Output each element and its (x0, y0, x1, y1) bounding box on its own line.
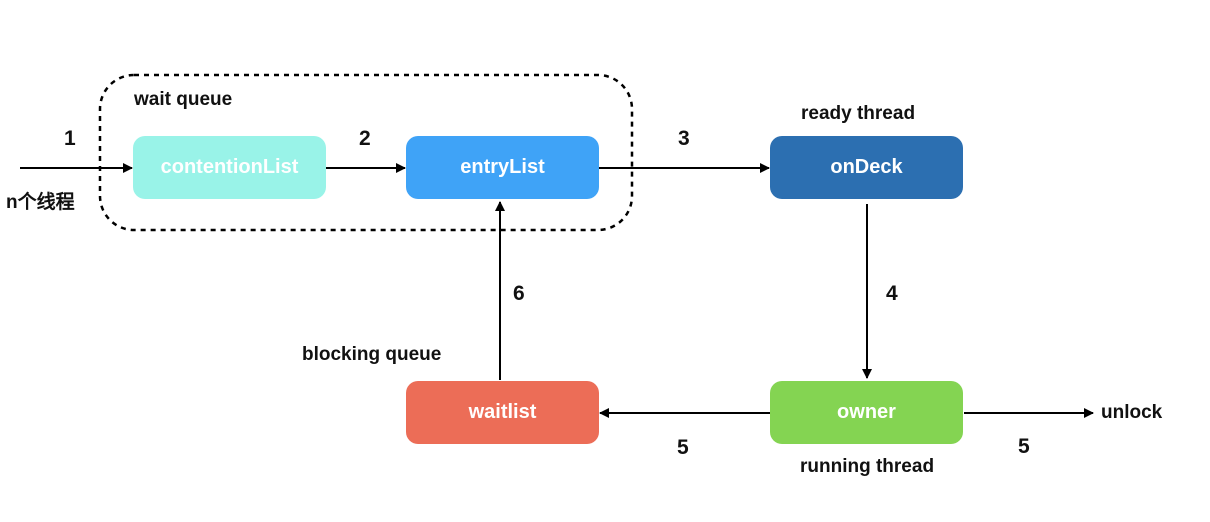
waitlist-node: waitlist (406, 381, 599, 444)
threads-label: n个线程 (6, 192, 75, 213)
step-4-label: 4 (886, 282, 898, 305)
wait-queue-group-border (98, 73, 634, 232)
unlock-label: unlock (1101, 402, 1163, 423)
step-5-unlock-label: 5 (1018, 435, 1030, 458)
ready-thread-label: ready thread (801, 103, 916, 124)
step-5-waitlist-label: 5 (677, 436, 689, 459)
step-2-label: 2 (359, 127, 371, 150)
entry-list-node: entryList (406, 136, 599, 199)
step-3-label: 3 (678, 127, 690, 150)
on-deck-node: onDeck (770, 136, 963, 199)
step-1-label: 1 (64, 127, 76, 150)
contention-list-node: contentionList (133, 136, 326, 199)
running-thread-label: running thread (800, 456, 935, 477)
wait-queue-label: wait queue (134, 89, 233, 110)
blocking-queue-label: blocking queue (302, 344, 442, 365)
owner-node: owner (770, 381, 963, 444)
step-6-label: 6 (513, 282, 525, 305)
